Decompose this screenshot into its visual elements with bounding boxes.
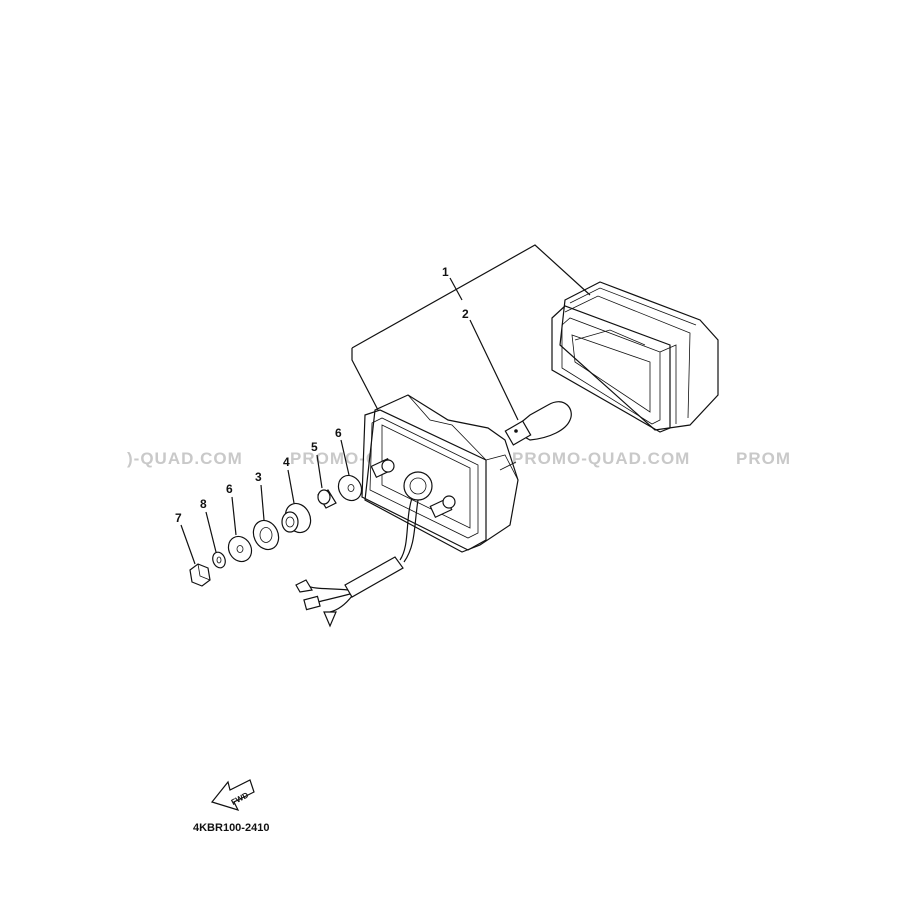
watermark-text: )-QUAD.COM (127, 449, 243, 468)
nut-7 (189, 563, 211, 587)
bulb (504, 401, 572, 446)
callout-6: 6 (335, 426, 342, 440)
lock-washer-8 (212, 551, 226, 569)
grommet-4 (281, 502, 312, 534)
grommet-3 (252, 519, 280, 551)
wire-harness (295, 497, 419, 628)
callout-8: 8 (200, 497, 207, 511)
diagram-code: 4KBR100-2410 (193, 822, 270, 834)
callout-5: 5 (311, 440, 318, 454)
washer-6-left (227, 535, 253, 563)
collar-5 (317, 489, 337, 509)
watermark-text: PROM (736, 449, 791, 468)
callout-7: 7 (175, 511, 182, 525)
fwd-arrow-icon: FWD (210, 779, 255, 811)
callout-2: 2 (462, 307, 469, 321)
callout-3: 3 (255, 470, 262, 484)
callout-6: 6 (226, 482, 233, 496)
tail-lamp-lens (551, 281, 719, 433)
tail-lamp-housing (361, 394, 519, 553)
callout-4: 4 (283, 455, 290, 469)
washer-6-right (337, 474, 363, 502)
callout-1: 1 (442, 265, 449, 279)
watermark-text: PROMO-QUAD.COM (512, 449, 691, 468)
